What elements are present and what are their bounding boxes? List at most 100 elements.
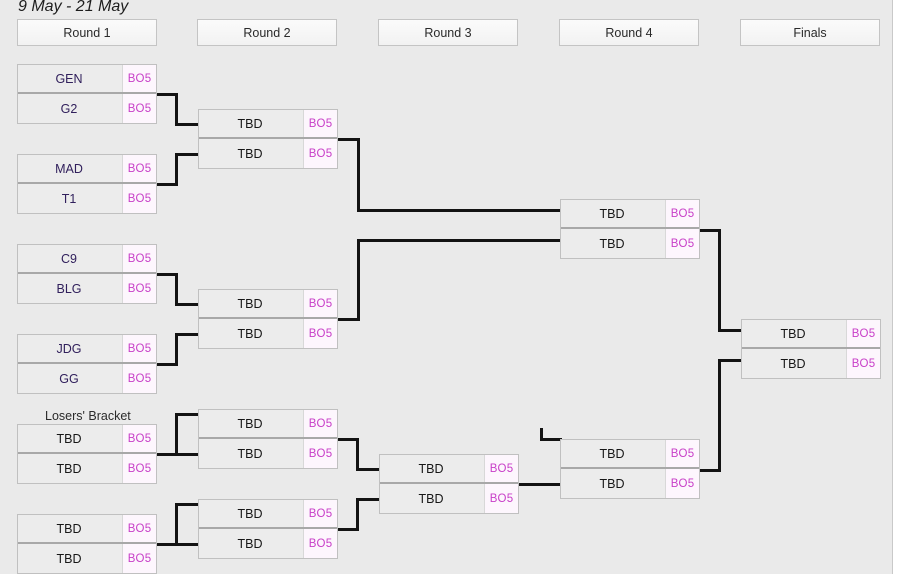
- losers-bracket-label: Losers' Bracket: [45, 409, 131, 423]
- stage-date-range: 9 May - 21 May: [18, 0, 129, 15]
- match-box[interactable]: JDG BO5 GG BO5: [17, 334, 157, 394]
- match-format: BO5: [303, 139, 337, 168]
- connector-segment: [175, 413, 178, 455]
- match-box[interactable]: TBD BO5 TBD BO5: [17, 514, 157, 574]
- opponent-name: TBD: [18, 515, 122, 542]
- match-box-finals[interactable]: TBD BO5 TBD BO5: [741, 319, 881, 379]
- connector-segment: [175, 333, 199, 336]
- opponent-name: TBD: [561, 229, 665, 258]
- connector-segment: [175, 333, 178, 366]
- match-format: BO5: [122, 94, 156, 123]
- match-row[interactable]: TBD BO5: [18, 544, 156, 573]
- match-box[interactable]: TBD BO5 TBD BO5: [17, 424, 157, 484]
- match-box[interactable]: TBD BO5 TBD BO5: [560, 199, 700, 259]
- match-format: BO5: [665, 440, 699, 467]
- round-header-round-3[interactable]: Round 3: [378, 19, 518, 46]
- round-header-label: Round 1: [63, 25, 111, 40]
- match-row[interactable]: TBD BO5: [199, 290, 337, 319]
- match-box[interactable]: MAD BO5 T1 BO5: [17, 154, 157, 214]
- match-box[interactable]: TBD BO5 TBD BO5: [198, 109, 338, 169]
- match-format: BO5: [303, 500, 337, 527]
- match-row[interactable]: TBD BO5: [561, 469, 699, 498]
- match-row[interactable]: TBD BO5: [742, 320, 880, 349]
- opponent-name: TBD: [561, 200, 665, 227]
- opponent-name: TBD: [561, 440, 665, 467]
- match-row[interactable]: TBD BO5: [199, 319, 337, 348]
- match-row[interactable]: JDG BO5: [18, 335, 156, 364]
- match-format: BO5: [122, 245, 156, 272]
- connector-segment: [337, 528, 359, 531]
- connector-segment: [175, 503, 199, 506]
- match-row[interactable]: TBD BO5: [380, 455, 518, 484]
- opponent-name: GG: [18, 364, 122, 393]
- opponent-name: C9: [18, 245, 122, 272]
- page-gutter: [893, 0, 898, 574]
- opponent-name: G2: [18, 94, 122, 123]
- connector-segment: [156, 183, 178, 186]
- match-row[interactable]: TBD BO5: [199, 500, 337, 529]
- opponent-name: TBD: [199, 139, 303, 168]
- match-row[interactable]: TBD BO5: [199, 529, 337, 558]
- match-format: BO5: [846, 349, 880, 378]
- opponent-name: MAD: [18, 155, 122, 182]
- match-row[interactable]: TBD BO5: [18, 454, 156, 483]
- match-format: BO5: [303, 290, 337, 317]
- match-format: BO5: [303, 319, 337, 348]
- match-row[interactable]: MAD BO5: [18, 155, 156, 184]
- connector-segment: [175, 153, 178, 186]
- connector-segment: [540, 438, 562, 441]
- match-row[interactable]: TBD BO5: [199, 110, 337, 139]
- opponent-name: TBD: [199, 290, 303, 317]
- match-row[interactable]: GEN BO5: [18, 65, 156, 94]
- round-header-round-4[interactable]: Round 4: [559, 19, 699, 46]
- round-header-round-2[interactable]: Round 2: [197, 19, 337, 46]
- match-box[interactable]: C9 BO5 BLG BO5: [17, 244, 157, 304]
- match-row[interactable]: TBD BO5: [561, 440, 699, 469]
- round-header-label: Round 2: [243, 25, 291, 40]
- opponent-name: GEN: [18, 65, 122, 92]
- opponent-name: TBD: [561, 469, 665, 498]
- match-row[interactable]: TBD BO5: [199, 439, 337, 468]
- connector-segment: [357, 239, 561, 242]
- match-format: BO5: [303, 529, 337, 558]
- connector-segment: [356, 468, 380, 471]
- opponent-name: TBD: [18, 454, 122, 483]
- connector-segment: [337, 318, 360, 321]
- round-header-finals[interactable]: Finals: [740, 19, 880, 46]
- round-header-round-1[interactable]: Round 1: [17, 19, 157, 46]
- match-box[interactable]: TBD BO5 TBD BO5: [560, 439, 700, 499]
- match-row[interactable]: GG BO5: [18, 364, 156, 393]
- match-row[interactable]: TBD BO5: [18, 425, 156, 454]
- connector-segment: [718, 359, 721, 471]
- match-format: BO5: [122, 335, 156, 362]
- opponent-name: TBD: [199, 110, 303, 137]
- match-format: BO5: [122, 544, 156, 573]
- match-row[interactable]: TBD BO5: [199, 410, 337, 439]
- match-row[interactable]: T1 BO5: [18, 184, 156, 213]
- match-row[interactable]: BLG BO5: [18, 274, 156, 303]
- opponent-name: TBD: [199, 410, 303, 437]
- match-row[interactable]: TBD BO5: [561, 229, 699, 258]
- match-format: BO5: [303, 410, 337, 437]
- match-box[interactable]: TBD BO5 TBD BO5: [198, 409, 338, 469]
- match-box[interactable]: TBD BO5 TBD BO5: [379, 454, 519, 514]
- match-box[interactable]: TBD BO5 TBD BO5: [198, 499, 338, 559]
- match-format: BO5: [846, 320, 880, 347]
- match-box[interactable]: GEN BO5 G2 BO5: [17, 64, 157, 124]
- match-row[interactable]: TBD BO5: [380, 484, 518, 513]
- match-format: BO5: [122, 454, 156, 483]
- connector-segment: [699, 229, 721, 232]
- connector-segment: [356, 438, 359, 470]
- match-row[interactable]: TBD BO5: [742, 349, 880, 378]
- match-format: BO5: [122, 155, 156, 182]
- opponent-name: TBD: [199, 500, 303, 527]
- match-row[interactable]: G2 BO5: [18, 94, 156, 123]
- opponent-name: TBD: [742, 320, 846, 347]
- match-row[interactable]: TBD BO5: [18, 515, 156, 544]
- match-row[interactable]: TBD BO5: [199, 139, 337, 168]
- match-box[interactable]: TBD BO5 TBD BO5: [198, 289, 338, 349]
- match-row[interactable]: C9 BO5: [18, 245, 156, 274]
- opponent-name: TBD: [742, 349, 846, 378]
- match-row[interactable]: TBD BO5: [561, 200, 699, 229]
